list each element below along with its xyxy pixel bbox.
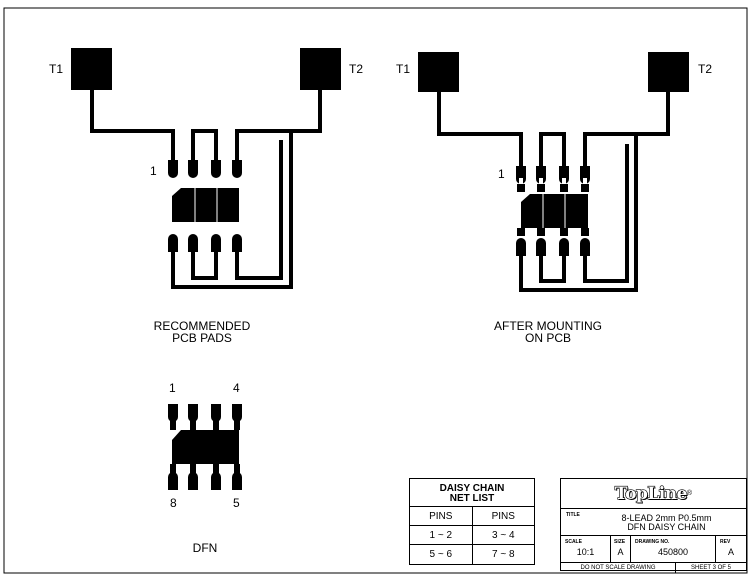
net-list-title-line2: NET LIST bbox=[449, 493, 495, 504]
terminal-pad-t2 bbox=[300, 48, 341, 90]
daisy-chain-net-list: DAISY CHAIN NET LIST PINS PINS 1 ~ 2 3 ~… bbox=[409, 478, 535, 565]
terminal-pad-t2-mounted bbox=[648, 52, 689, 92]
right-caption-line2: ON PCB bbox=[524, 331, 571, 345]
topline-logo: TopLine® bbox=[561, 479, 746, 509]
left-t2-label: T2 bbox=[349, 62, 364, 76]
drawing-no-value: 450800 bbox=[657, 547, 689, 557]
dfn-top-leads bbox=[168, 404, 242, 430]
net-list-row: 5 ~ 6 7 ~ 8 bbox=[410, 545, 534, 564]
drawing-no-field: DRAWING NO. 450800 bbox=[630, 536, 715, 562]
title-field-label: TITLE bbox=[566, 512, 580, 518]
scale-field: SCALE 10:1 bbox=[561, 536, 610, 562]
right-caption-line1: AFTER MOUNTING bbox=[494, 319, 602, 333]
net-list-header-row: PINS PINS bbox=[410, 507, 534, 526]
net-list-header: PINS bbox=[429, 511, 453, 522]
dfn-pin4-label: 4 bbox=[233, 381, 240, 395]
net-list-cell: 1 ~ 2 bbox=[429, 530, 453, 541]
right-t1-label: T1 bbox=[396, 62, 411, 76]
info-row: SCALE 10:1 SIZE A DRAWING NO. 450800 REV… bbox=[561, 536, 746, 563]
mounted-body-dividers bbox=[542, 194, 566, 228]
terminal-pad-t1 bbox=[71, 48, 112, 90]
dfn-package bbox=[168, 404, 242, 490]
dfn-bottom-leads bbox=[168, 464, 242, 490]
dfn-caption: DFN bbox=[192, 541, 218, 555]
do-not-scale-note: DO NOT SCALE DRAWING bbox=[580, 565, 656, 571]
left-caption-line1: RECOMMENDED bbox=[153, 319, 251, 333]
dfn-pin5-label: 5 bbox=[233, 496, 240, 510]
net-list-title-line1: DAISY CHAIN bbox=[439, 483, 505, 494]
right-pin1-label: 1 bbox=[498, 167, 505, 181]
title-field: TITLE 8-LEAD 2mm P0.5mm DFN DAISY CHAIN bbox=[561, 509, 746, 536]
mounted-bottom-leads bbox=[516, 228, 590, 256]
after-mounting-on-pcb bbox=[418, 52, 689, 292]
size-field: SIZE A bbox=[610, 536, 630, 562]
thermal-pad-dividers bbox=[194, 188, 218, 222]
title-line1: 8-LEAD 2mm P0.5mm bbox=[621, 513, 712, 523]
mounted-package-body bbox=[521, 194, 588, 228]
dfn-pin8-label: 8 bbox=[170, 496, 177, 510]
traces bbox=[90, 90, 322, 289]
left-t1-label: T1 bbox=[49, 62, 64, 76]
thermal-pad bbox=[172, 188, 239, 222]
size-value: A bbox=[617, 547, 624, 557]
net-list-cell: 5 ~ 6 bbox=[429, 549, 453, 560]
net-list-header: PINS bbox=[471, 507, 535, 525]
left-caption-line2: PCB PADS bbox=[172, 331, 232, 345]
right-t2-label: T2 bbox=[698, 62, 713, 76]
rev-value: A bbox=[727, 547, 734, 557]
terminal-pad-t1-mounted bbox=[418, 52, 459, 92]
dfn-body bbox=[172, 430, 239, 464]
title-line2: DFN DAISY CHAIN bbox=[627, 522, 706, 532]
right-caption: AFTER MOUNTING ON PCB bbox=[478, 320, 618, 344]
title-block: TopLine® TITLE 8-LEAD 2mm P0.5mm DFN DAI… bbox=[560, 478, 747, 573]
net-list-title: DAISY CHAIN NET LIST bbox=[410, 479, 534, 507]
scale-value: 10:1 bbox=[576, 547, 595, 557]
left-caption: RECOMMENDED PCB PADS bbox=[132, 320, 272, 344]
rev-label: REV bbox=[720, 539, 731, 545]
sheet-number: SHEET 3 OF 5 bbox=[675, 563, 746, 573]
net-list-cell: 7 ~ 8 bbox=[471, 545, 535, 564]
drawing-no-label: DRAWING NO. bbox=[635, 539, 670, 545]
left-pin1-label: 1 bbox=[150, 164, 157, 178]
logo-text: TopLine bbox=[614, 483, 688, 504]
traces-mounted bbox=[437, 92, 670, 292]
recommended-pcb-pads bbox=[71, 48, 341, 289]
net-list-row: 1 ~ 2 3 ~ 4 bbox=[410, 526, 534, 545]
title-field-value: 8-LEAD 2mm P0.5mm DFN DAISY CHAIN bbox=[591, 514, 742, 532]
size-label: SIZE bbox=[614, 539, 626, 545]
mounted-top-leads bbox=[516, 166, 590, 192]
scale-label: SCALE bbox=[565, 539, 582, 545]
logo-registered-mark: ® bbox=[686, 490, 693, 497]
dfn-pin1-label: 1 bbox=[169, 381, 176, 395]
top-pads bbox=[168, 160, 242, 178]
sheet-border bbox=[3, 7, 748, 574]
net-list-cell: 3 ~ 4 bbox=[471, 526, 535, 544]
bottom-pads bbox=[168, 234, 242, 252]
rev-field: REV A bbox=[715, 536, 746, 562]
footer-row: DO NOT SCALE DRAWING SHEET 3 OF 5 bbox=[561, 563, 746, 573]
